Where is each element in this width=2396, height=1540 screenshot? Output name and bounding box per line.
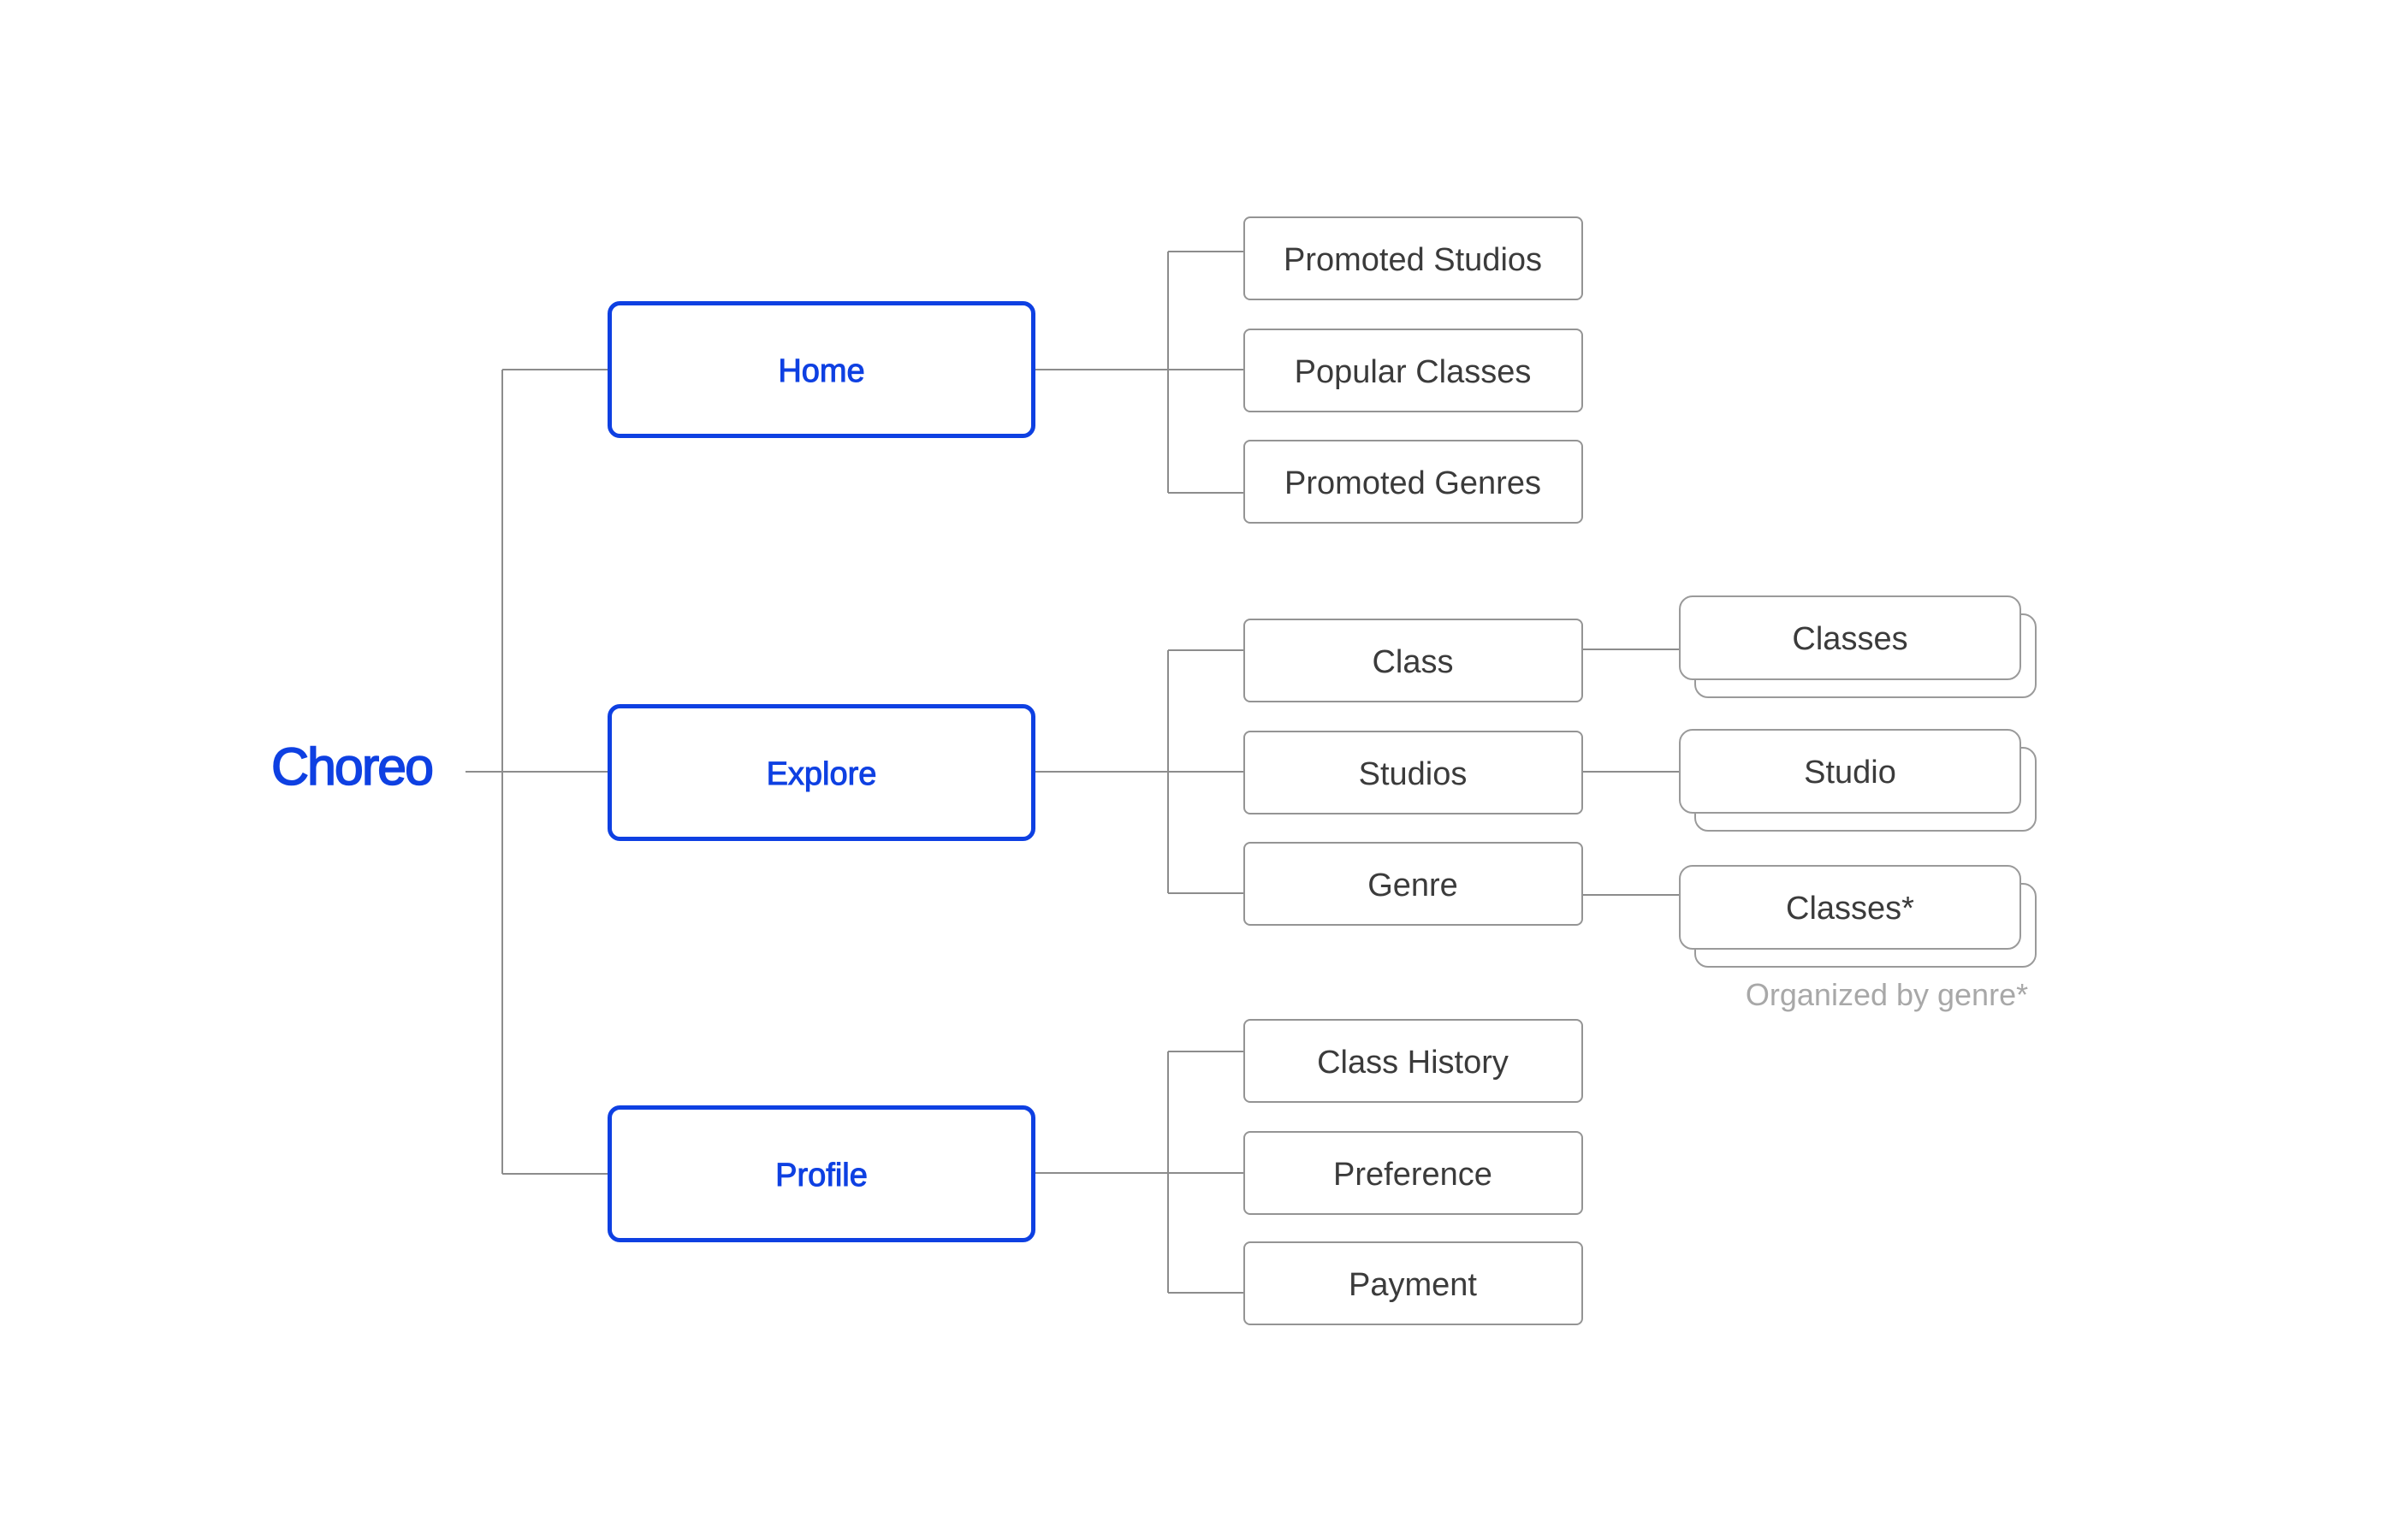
svg-text:Payment: Payment <box>1349 1267 1477 1303</box>
svg-text:Class History: Class History <box>1317 1045 1509 1081</box>
svg-text:Popular Classes: Popular Classes <box>1295 354 1532 390</box>
svg-text:Profile: Profile <box>775 1158 868 1194</box>
svg-text:Preference: Preference <box>1333 1157 1492 1193</box>
svg-text:Explore: Explore <box>767 756 877 792</box>
svg-text:Studios: Studios <box>1359 756 1468 792</box>
svg-text:Home: Home <box>778 353 864 389</box>
svg-text:Classes: Classes <box>1792 621 1907 657</box>
svg-text:Choreo: Choreo <box>271 737 432 796</box>
svg-text:Genre: Genre <box>1367 868 1458 903</box>
svg-text:Promoted Genres: Promoted Genres <box>1284 465 1541 501</box>
svg-text:Class: Class <box>1372 644 1453 680</box>
svg-text:Organized by genre*: Organized by genre* <box>1746 977 2028 1012</box>
svg-text:Classes*: Classes* <box>1786 891 1914 927</box>
svg-text:Studio: Studio <box>1804 755 1896 791</box>
svg-text:Promoted Studios: Promoted Studios <box>1284 242 1542 278</box>
